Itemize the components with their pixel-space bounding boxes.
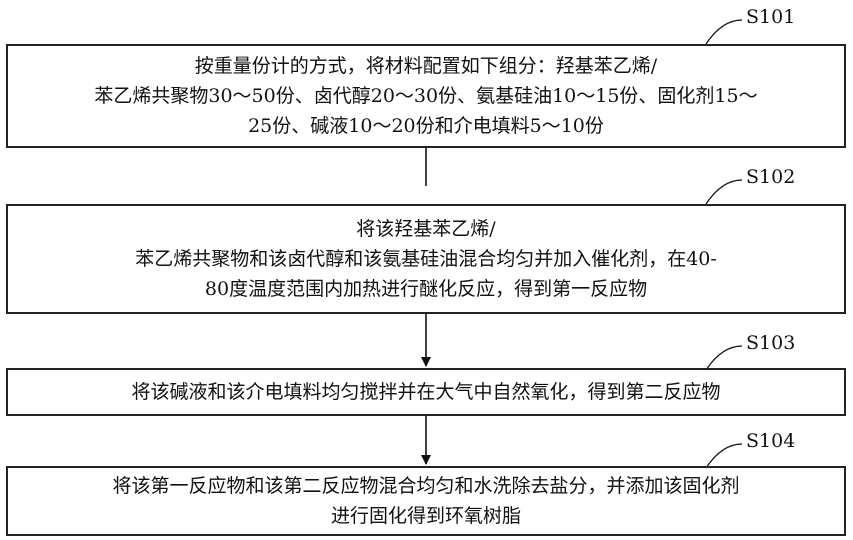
step-label-s102: S102 (746, 166, 796, 188)
step-label-s104: S104 (746, 430, 796, 452)
step-text-line: 进行固化得到环氧树脂 (330, 505, 521, 527)
step-text-line: 将该碱液和该介电填料均匀搅拌并在大气中自然氧化，得到第二反应物 (131, 381, 721, 403)
step-box-s101: 按重量份计的方式，将材料配置如下组分：羟基苯乙烯/ 苯乙烯共聚物30～50份、卤… (6, 44, 846, 148)
leader-s103 (705, 345, 743, 371)
step-box-s104: 将该第一反应物和该第二反应物混合均匀和水洗除去盐分，并添加该固化剂 进行固化得到… (6, 466, 846, 536)
step-text-line: 将该第一反应物和该第二反应物混合均匀和水洗除去盐分，并添加该固化剂 (112, 475, 740, 497)
step-text-line: 苯乙烯共聚物和该卤代醇和该氨基硅油混合均匀并加入催化剂，在40- (135, 248, 717, 270)
step-text-line: 按重量份计的方式，将材料配置如下组分：羟基苯乙烯/ (194, 55, 658, 77)
step-label-s101: S101 (746, 6, 796, 28)
step-text-line: 80度温度范围内加热进行醚化反应，得到第一反应物 (204, 278, 648, 300)
leader-s101 (705, 19, 743, 45)
step-label-s103: S103 (746, 332, 796, 354)
step-text-line: 苯乙烯共聚物30～50份、卤代醇20～30份、氨基硅油10～15份、固化剂15～ (94, 85, 758, 107)
step-box-s103: 将该碱液和该介电填料均匀搅拌并在大气中自然氧化，得到第二反应物 (6, 368, 846, 416)
step-text-line: 25份、碱液10～20份和介电填料5～10份 (248, 115, 604, 137)
leader-s102 (705, 179, 743, 205)
step-box-s102: 将该羟基苯乙烯/ 苯乙烯共聚物和该卤代醇和该氨基硅油混合均匀并加入催化剂，在40… (6, 204, 846, 314)
step-text-line: 将该羟基苯乙烯/ (356, 218, 496, 240)
leader-s104 (705, 443, 743, 469)
